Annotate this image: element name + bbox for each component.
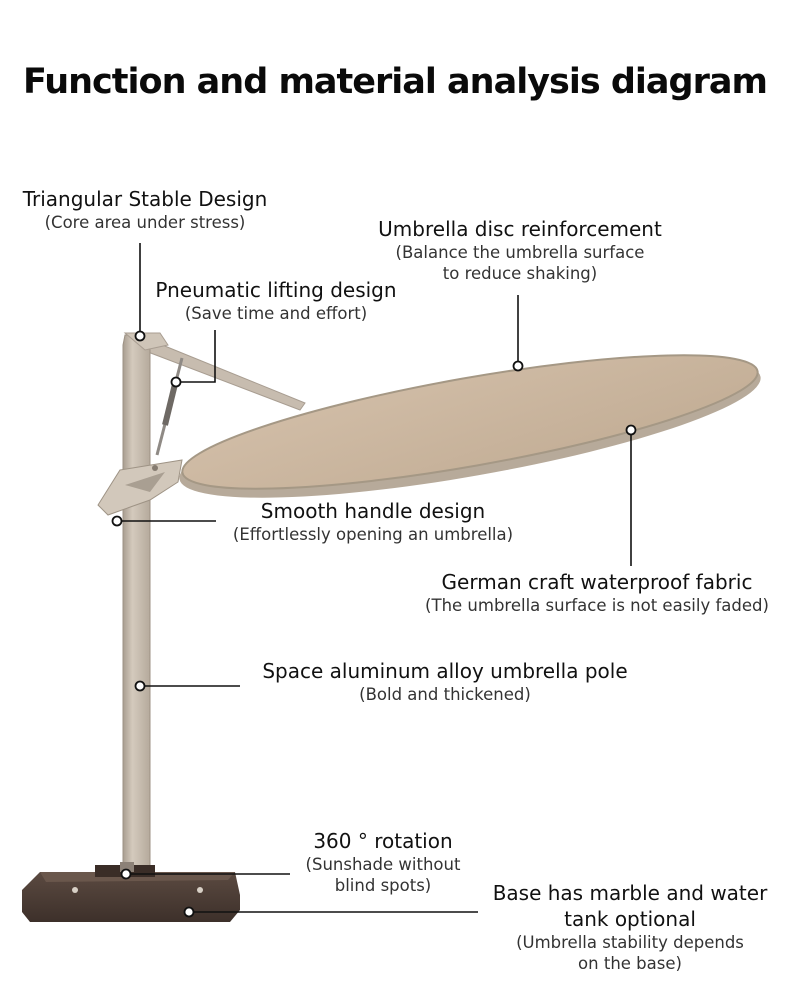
- callout-sub: to reduce shaking): [442, 264, 598, 283]
- callout-heading: Triangular Stable Design: [22, 187, 268, 211]
- diagram-title: Function and material analysis diagram: [23, 62, 768, 102]
- dot-pneumatic: [170, 376, 182, 388]
- callout-sub: (Effortlessly opening an umbrella): [232, 525, 514, 544]
- callout-sub: (Umbrella stability depends: [516, 933, 744, 952]
- dot-rotation: [120, 868, 132, 880]
- base-block: [22, 862, 240, 922]
- umbrella-pole: [122, 334, 151, 871]
- callout-sub: (Core area under stress): [44, 213, 246, 232]
- callout-rotation: 360 ° rotation (Sunshade without blind s…: [288, 828, 478, 896]
- callout-sub: on the base): [578, 954, 682, 973]
- dot-reinforcement: [512, 360, 524, 372]
- callout-heading: Umbrella disc reinforcement: [378, 217, 662, 241]
- callout-pneumatic: Pneumatic lifting design (Save time and …: [140, 277, 412, 324]
- callout-heading: Space aluminum alloy umbrella pole: [262, 659, 628, 683]
- callout-base: Base has marble and water tank optional …: [480, 880, 780, 974]
- callout-reinforcement: Umbrella disc reinforcement (Balance the…: [355, 216, 685, 284]
- callout-heading: tank optional: [564, 907, 696, 931]
- callout-handle: Smooth handle design (Effortlessly openi…: [210, 498, 536, 545]
- callout-heading: Pneumatic lifting design: [155, 278, 397, 302]
- callout-heading: German craft waterproof fabric: [441, 570, 753, 594]
- dot-base: [183, 906, 195, 918]
- callout-heading: Smooth handle design: [260, 499, 486, 523]
- callout-pole: Space aluminum alloy umbrella pole (Bold…: [240, 658, 650, 705]
- callout-fabric: German craft waterproof fabric (The umbr…: [408, 569, 786, 616]
- callout-sub: (Bold and thickened): [359, 685, 531, 704]
- callout-heading: Base has marble and water: [492, 881, 768, 905]
- callout-triangular: Triangular Stable Design (Core area unde…: [10, 186, 280, 233]
- callout-dots: [111, 330, 637, 918]
- dot-pole: [134, 680, 146, 692]
- callout-sub: (Sunshade without: [305, 855, 461, 874]
- callout-sub: (Save time and effort): [184, 304, 368, 323]
- dot-handle: [111, 515, 123, 527]
- callout-sub: (The umbrella surface is not easily fade…: [425, 596, 769, 615]
- callout-sub: blind spots): [334, 876, 432, 895]
- dot-triangular: [134, 330, 146, 342]
- callout-sub: (Balance the umbrella surface: [395, 243, 645, 262]
- leader-lines: [117, 243, 632, 913]
- dot-fabric: [625, 424, 637, 436]
- callout-heading: 360 ° rotation: [313, 829, 453, 853]
- canopy: [179, 354, 761, 498]
- leader-pneumatic: [176, 330, 216, 383]
- pneumatic-strut: [155, 357, 184, 456]
